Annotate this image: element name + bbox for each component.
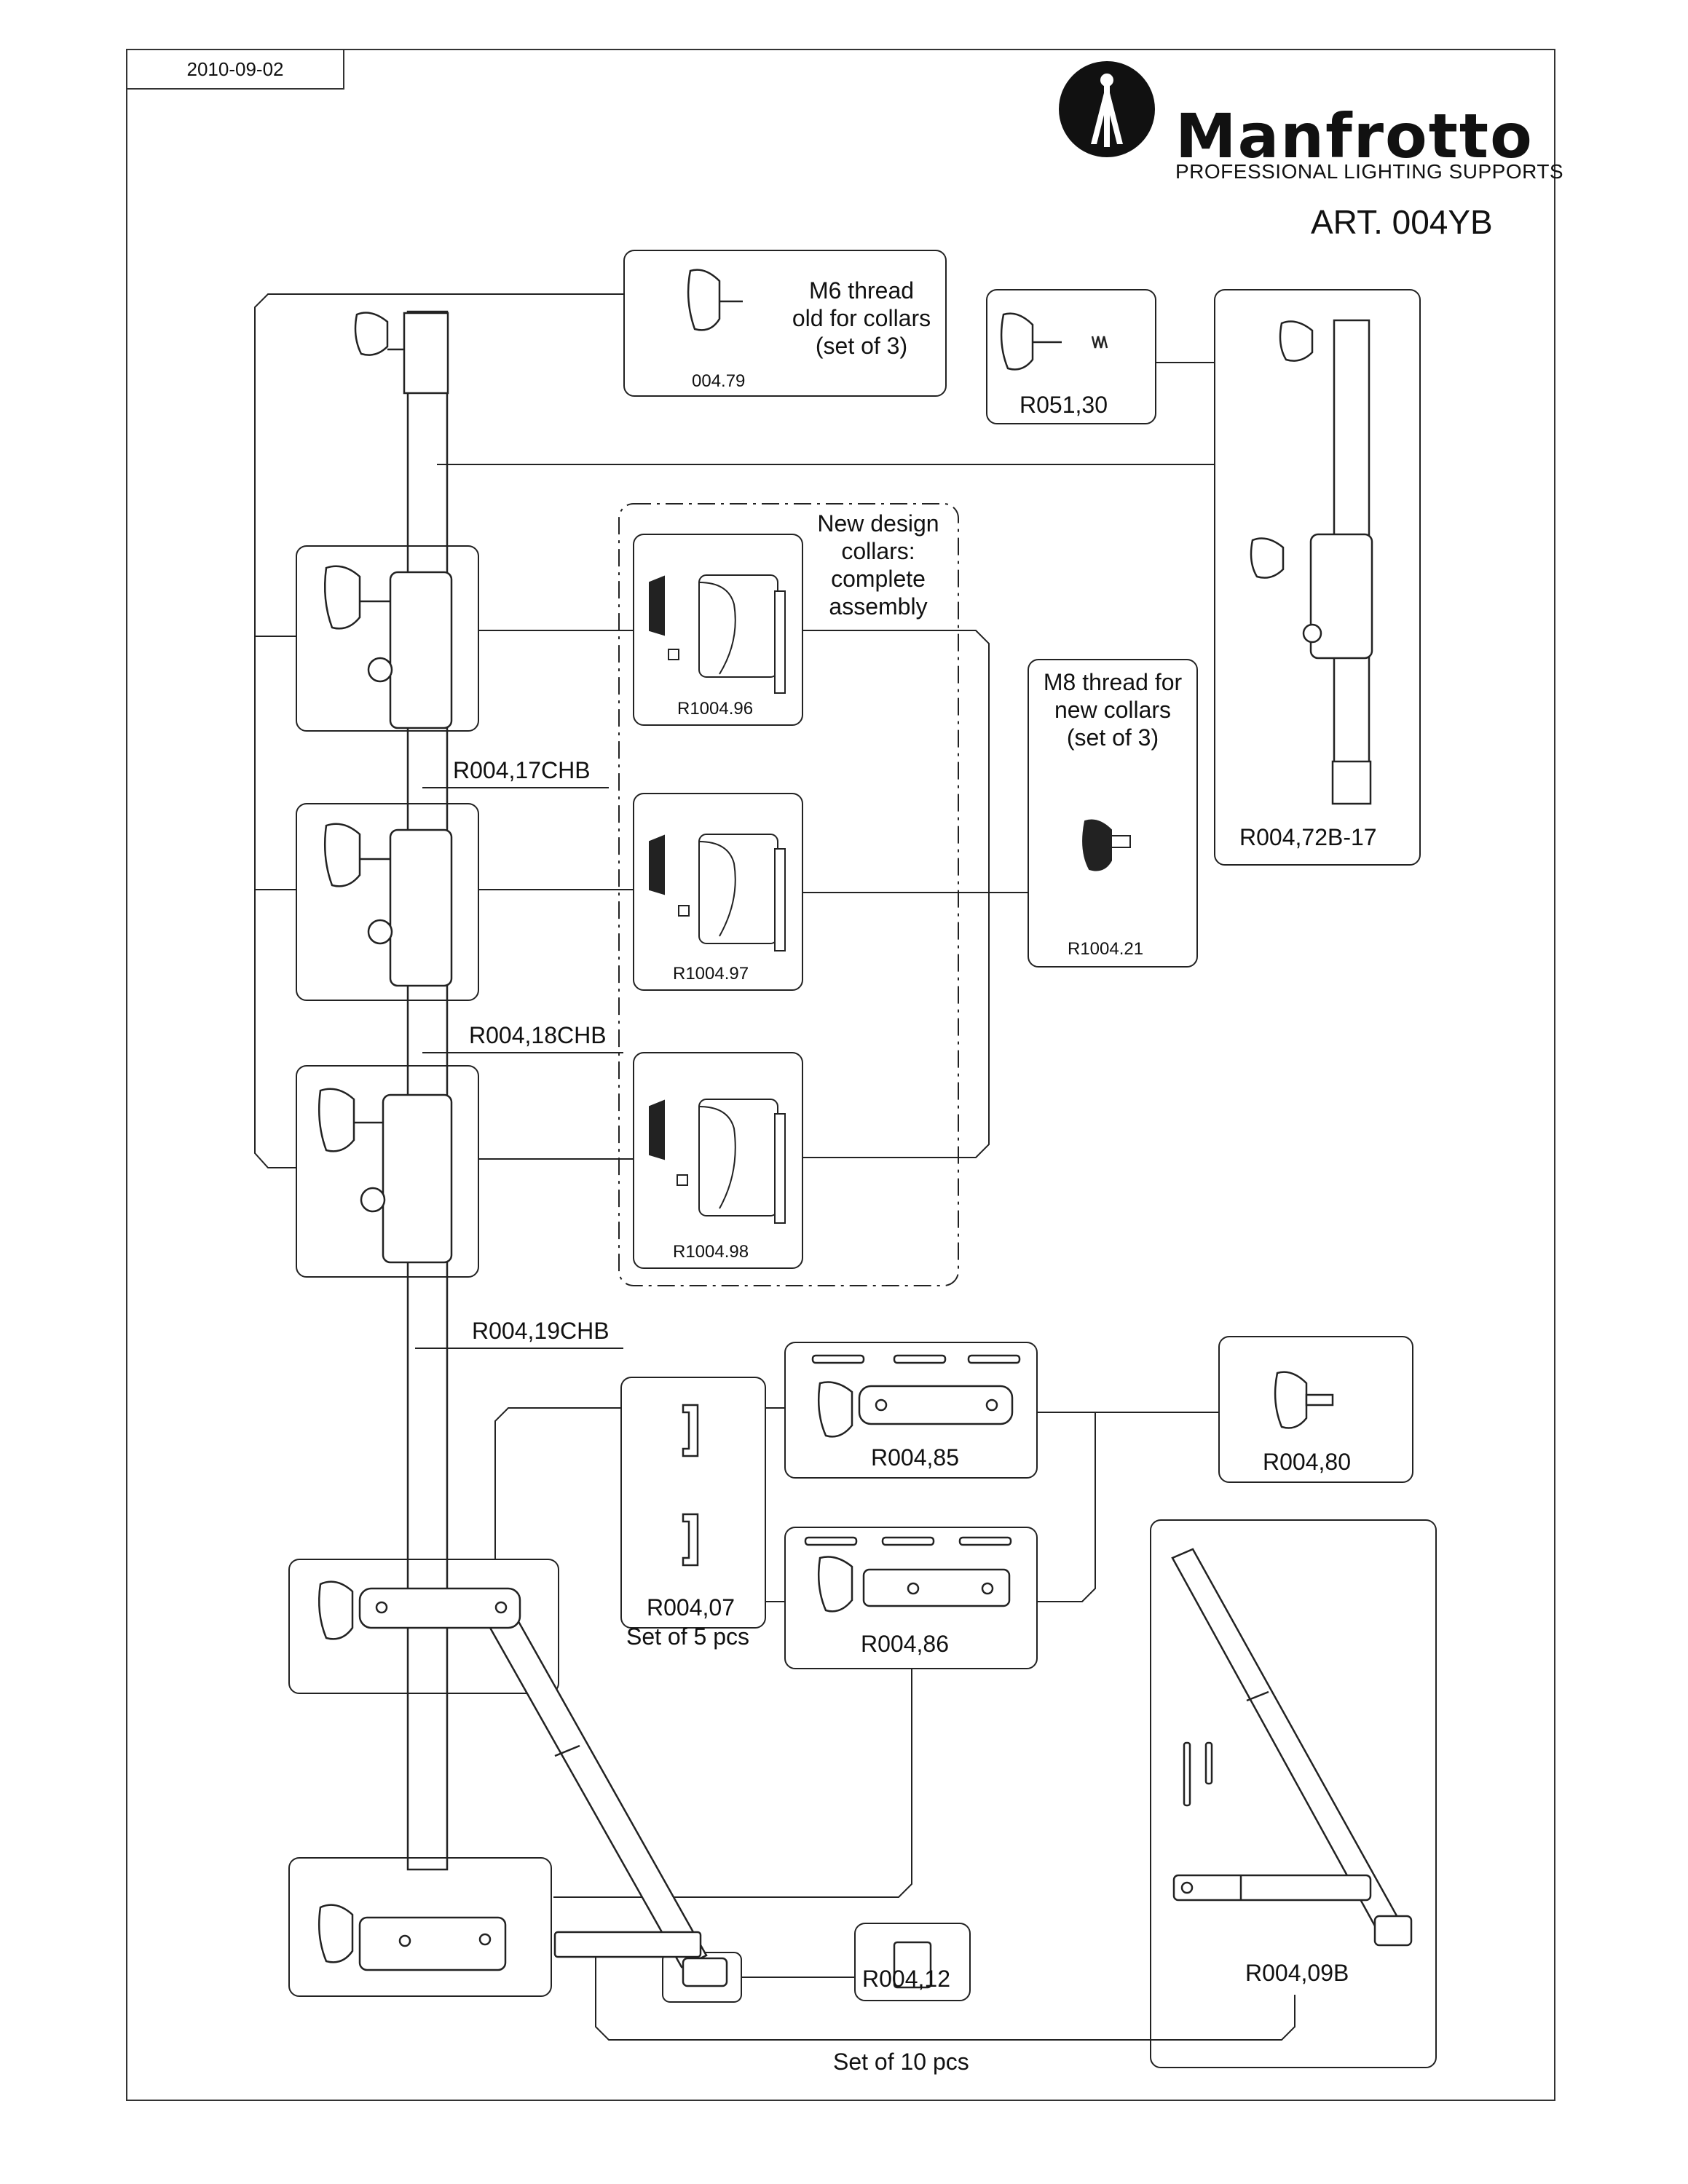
box-collar-3 <box>296 1065 479 1278</box>
new-collars-description: New design collars: complete assembly <box>817 510 939 620</box>
part-r100421-code: R1004.21 <box>1068 939 1144 959</box>
part-r00407-code: R004,07 <box>647 1594 735 1621</box>
box-lower-brace <box>288 1857 552 1997</box>
box-r100421 <box>1028 659 1198 968</box>
part-r00485-code: R004,85 <box>871 1444 959 1471</box>
main-column <box>406 310 449 1871</box>
part-r00409b-code: R004,09B <box>1245 1960 1349 1986</box>
part-r00412-code: R004,12 <box>862 1966 950 1992</box>
part-r00472b-code: R004,72B-17 <box>1239 824 1377 850</box>
part-r100498-code: R1004.98 <box>673 1242 749 1262</box>
box-collar-2 <box>296 803 479 1001</box>
box-r100498 <box>633 1052 803 1269</box>
part-r00419-code: R004,19CHB <box>472 1318 610 1344</box>
part-r100497-code: R1004.97 <box>673 964 749 984</box>
part-00479-description: M6 thread old for collars (set of 3) <box>792 277 931 359</box>
part-r00417-code: R004,17CHB <box>453 757 591 783</box>
box-r05130 <box>986 289 1156 424</box>
box-collar-1 <box>296 545 479 732</box>
part-r05130-code: R051,30 <box>1019 392 1108 418</box>
box-r00480 <box>1218 1336 1413 1483</box>
drawing-frame <box>126 49 1555 2101</box>
part-r00480-code: R004,80 <box>1263 1449 1351 1475</box>
part-r00418-code: R004,18CHB <box>469 1022 607 1048</box>
box-00479 <box>623 250 947 397</box>
manfrotto-tripod-logo-icon <box>1059 61 1155 157</box>
box-upper-brace <box>288 1559 559 1694</box>
set-of-10-description: Set of 10 pcs <box>833 2049 969 2075</box>
box-new-collars <box>618 503 959 1286</box>
box-r00472b <box>1214 289 1421 866</box>
part-00479-code: 004.79 <box>692 371 746 391</box>
box-r00412 <box>854 1923 971 2001</box>
part-r00407-description: Set of 5 pcs <box>626 1623 749 1650</box>
part-r100421-description: M8 thread for new collars (set of 3) <box>1043 669 1183 751</box>
article-number: ART. 004YB <box>1311 203 1493 241</box>
brand-tagline: PROFESSIONAL LIGHTING SUPPORTS <box>1175 160 1564 183</box>
date-box: 2010-09-02 <box>126 49 344 90</box>
part-r00486-code: R004,86 <box>861 1631 949 1657</box>
brand-name: Manfrotto <box>1175 100 1534 172</box>
part-r100496-code: R1004.96 <box>677 699 754 719</box>
box-r00485 <box>784 1342 1038 1479</box>
box-r00407 <box>620 1377 766 1629</box>
box-r00409b <box>1150 1519 1437 2068</box>
